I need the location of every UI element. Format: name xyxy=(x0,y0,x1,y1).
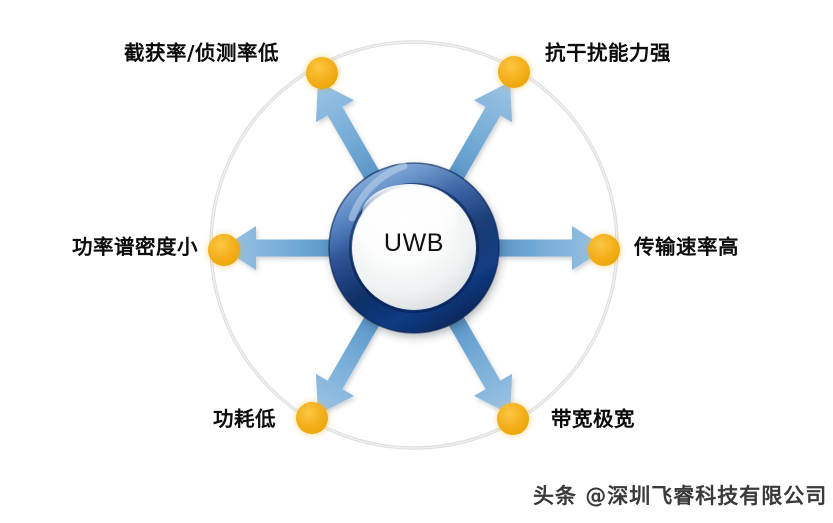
node-label-wide-bandwidth: 带宽极宽 xyxy=(551,407,635,431)
arrow-top-left xyxy=(298,70,392,187)
node-dot-group xyxy=(208,56,620,435)
node-label-high-rate: 传输速率高 xyxy=(634,235,739,259)
hub-ring-inner-edge xyxy=(348,182,480,314)
hub-gloss xyxy=(362,184,458,244)
hub-ring-specular xyxy=(348,162,408,222)
node-label-low-interception: 截获率/侦测率低 xyxy=(124,41,279,65)
hub-ring-edge xyxy=(328,162,500,334)
node-label-anti-jamming: 抗干扰能力强 xyxy=(545,41,671,65)
node-dot-top-right xyxy=(498,56,530,88)
node-dot-bottom-left xyxy=(296,402,328,434)
node-dot-top-left xyxy=(306,57,338,89)
node-label-low-power: 功耗低 xyxy=(213,407,276,431)
node-dot-left xyxy=(208,234,240,266)
hub-center-label: UWB xyxy=(383,229,445,257)
node-label-low-psd: 功率谱密度小 xyxy=(72,235,198,259)
node-dot-right xyxy=(588,234,620,266)
watermark-text: 头条 @深圳飞睿科技有限公司 xyxy=(533,484,828,508)
arrow-top-right xyxy=(436,70,530,187)
hub-sphere xyxy=(328,162,500,334)
node-dot-bottom-right xyxy=(497,403,529,435)
